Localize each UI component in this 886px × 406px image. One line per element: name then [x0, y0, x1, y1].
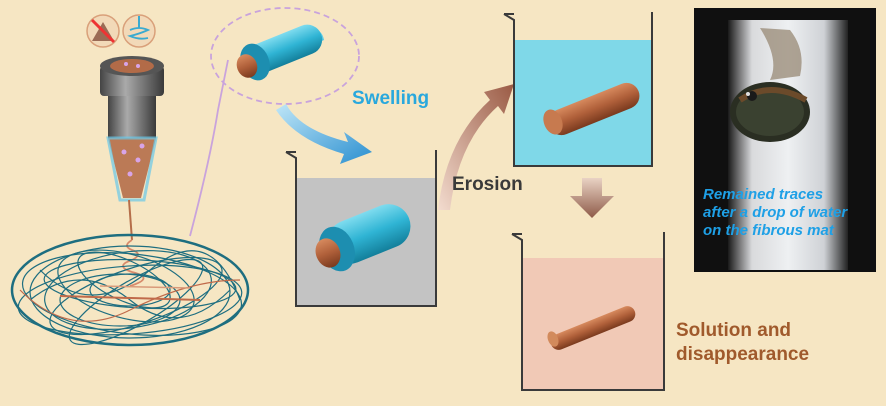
beaker-erosion — [503, 12, 653, 167]
erosion-label: Erosion — [452, 174, 523, 195]
swelling-arrow — [276, 104, 372, 164]
fiber-closeup — [210, 7, 360, 105]
zoom-connector — [189, 59, 229, 237]
electrospinning-icon — [122, 14, 156, 48]
beaker-swelling — [285, 150, 437, 307]
no-heat-icon — [86, 14, 120, 48]
spinneret-nozzle — [100, 56, 164, 287]
photo-caption: Remained traces after a drop of water on… — [703, 186, 848, 239]
erosion-arrow — [438, 84, 514, 210]
fibrous-mat — [10, 233, 250, 347]
swelling-label: Swelling — [352, 88, 430, 109]
solution-arrow — [570, 178, 614, 218]
fibrous-mat-photo — [694, 8, 876, 272]
solution-label: Solution and disappearance — [676, 320, 810, 365]
beaker-solution — [511, 232, 665, 391]
